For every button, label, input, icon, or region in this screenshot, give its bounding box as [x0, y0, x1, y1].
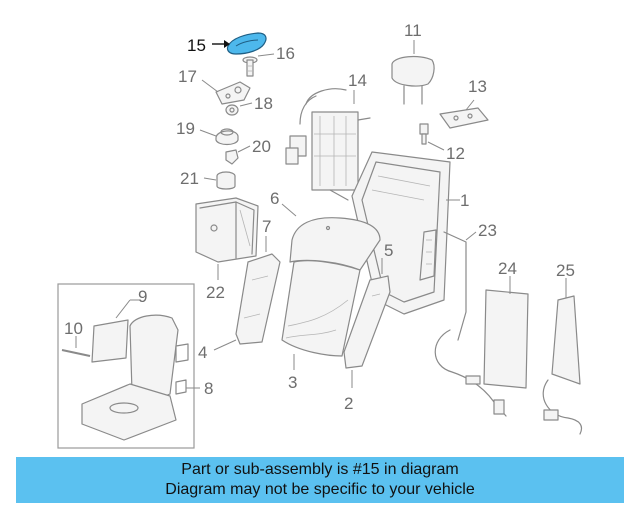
callout-8[interactable]: 8 — [204, 379, 213, 398]
callout-21[interactable]: 21 — [180, 169, 199, 188]
callout-17[interactable]: 17 — [178, 67, 197, 86]
part-3 — [281, 260, 361, 357]
part-7 — [235, 253, 281, 345]
part-17 — [215, 81, 251, 105]
callout-6[interactable]: 6 — [270, 189, 279, 208]
callout-13[interactable]: 13 — [468, 77, 487, 96]
part-14 — [285, 88, 371, 201]
part-18 — [225, 104, 239, 116]
callout-23[interactable]: 23 — [478, 221, 497, 240]
callout-11[interactable]: 11 — [404, 21, 422, 40]
part-22 — [195, 197, 259, 263]
part-5 — [343, 275, 391, 369]
callout-9[interactable]: 9 — [138, 287, 147, 306]
part-10 — [61, 349, 91, 357]
callout-16[interactable]: 16 — [276, 44, 295, 63]
part-9 — [91, 319, 129, 363]
arrowhead-15 — [224, 40, 230, 48]
callout-20[interactable]: 20 — [252, 137, 271, 156]
callout-22[interactable]: 22 — [206, 283, 225, 302]
part-24 — [483, 289, 529, 389]
part-12 — [419, 123, 429, 145]
inset-box — [57, 283, 195, 449]
callout-7[interactable]: 7 — [262, 217, 271, 236]
part-15-highlighted[interactable] — [226, 32, 267, 55]
part-21 — [216, 171, 236, 190]
part-11 — [391, 55, 435, 105]
caption-line-1: Part or sub-assembly is #15 in diagram — [181, 461, 459, 478]
part-23 — [434, 231, 507, 417]
parts-diagram: 15 16 17 18 19 20 21 — [57, 21, 583, 449]
callout-24[interactable]: 24 — [498, 259, 517, 278]
callout-5[interactable]: 5 — [384, 241, 393, 260]
part-25 — [542, 295, 583, 435]
callout-19[interactable]: 19 — [176, 119, 195, 138]
part-20 — [225, 149, 239, 165]
callout-25[interactable]: 25 — [556, 261, 575, 280]
caption-line-2: Diagram may not be specific to your vehi… — [165, 481, 475, 498]
callout-1[interactable]: 1 — [460, 191, 469, 210]
callout-14[interactable]: 14 — [348, 71, 367, 90]
caption-banner: Part or sub-assembly is #15 in diagram D… — [16, 457, 624, 503]
callout-12[interactable]: 12 — [446, 144, 465, 163]
part-13 — [439, 107, 489, 129]
part-16 — [242, 56, 258, 77]
callout-4[interactable]: 4 — [198, 343, 207, 362]
callout-18[interactable]: 18 — [254, 94, 273, 113]
inset-seat — [81, 314, 189, 441]
callout-10[interactable]: 10 — [64, 319, 83, 338]
part-19 — [215, 128, 239, 146]
callout-15[interactable]: 15 — [187, 36, 206, 55]
callout-2[interactable]: 2 — [344, 394, 353, 413]
callout-3[interactable]: 3 — [288, 373, 297, 392]
